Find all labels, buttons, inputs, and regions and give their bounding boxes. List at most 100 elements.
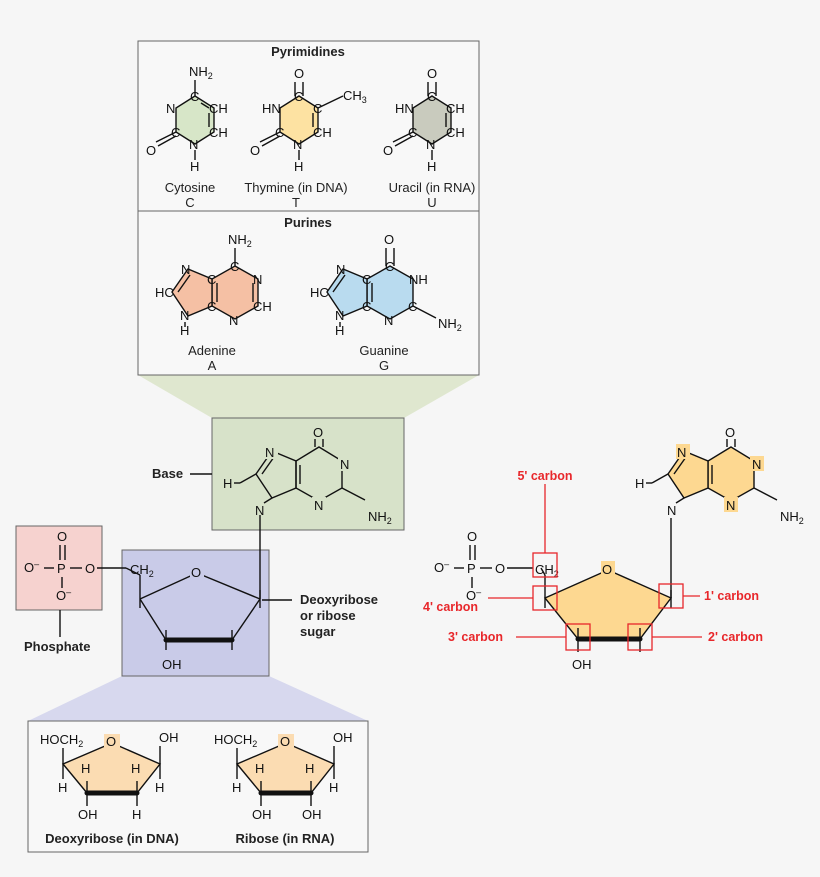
svg-text:OH: OH [333, 730, 353, 745]
svg-text:O: O [85, 561, 95, 576]
svg-text:C: C [408, 125, 417, 140]
adenine-letter: A [208, 358, 217, 373]
svg-text:O: O [106, 734, 116, 749]
uracil-name: Uracil (in RNA) [389, 180, 476, 195]
svg-text:N: N [265, 445, 274, 460]
svg-text:O: O [146, 143, 156, 158]
svg-text:O–: O– [56, 587, 71, 603]
svg-text:O: O [294, 66, 304, 81]
carbon-2-label: 2' carbon [708, 630, 763, 644]
svg-text:C: C [385, 259, 394, 274]
svg-text:N: N [293, 137, 302, 152]
svg-text:H: H [305, 761, 314, 776]
svg-text:CH: CH [313, 125, 332, 140]
right-sugar-structure: O CH2 OH [535, 518, 673, 672]
uracil-structure: O C CH CH N C HN O H [383, 66, 465, 174]
deoxyribose-ring [61, 742, 162, 794]
svg-text:C: C [362, 299, 371, 314]
svg-text:OH: OH [572, 657, 592, 672]
svg-text:O–: O– [24, 559, 39, 575]
carbon-1-label: 1' carbon [704, 589, 759, 603]
ribose-structure: O HOCH2 OH H H H H OH OH [214, 730, 353, 822]
svg-text:NH: NH [409, 272, 428, 287]
svg-text:OH: OH [159, 730, 179, 745]
svg-text:C: C [207, 272, 216, 287]
svg-text:O: O [250, 143, 260, 158]
svg-text:H: H [294, 159, 303, 174]
svg-text:CH2: CH2 [130, 562, 154, 579]
sugar-structure: O CH2 OH [125, 515, 261, 672]
svg-text:CH: CH [446, 125, 465, 140]
svg-text:O: O [191, 565, 201, 580]
svg-text:OH: OH [78, 807, 98, 822]
svg-text:O: O [427, 66, 437, 81]
svg-text:NH2: NH2 [189, 64, 213, 81]
svg-text:O: O [602, 562, 612, 577]
svg-text:HC: HC [155, 285, 174, 300]
svg-text:N: N [166, 101, 175, 116]
svg-text:N: N [726, 498, 735, 513]
svg-text:C: C [275, 125, 284, 140]
svg-text:N: N [314, 498, 323, 513]
svg-text:H: H [155, 780, 164, 795]
svg-text:CH: CH [446, 101, 465, 116]
svg-text:H: H [232, 780, 241, 795]
guanine-imidazole [326, 268, 368, 317]
svg-text:N: N [336, 262, 345, 277]
svg-text:OH: OH [302, 807, 322, 822]
sugar-label-2: or ribose [300, 608, 356, 623]
phosphate-label: Phosphate [24, 639, 90, 654]
svg-text:C: C [171, 125, 180, 140]
base-box [211, 417, 405, 531]
sugar-label-1: Deoxyribose [300, 592, 378, 607]
svg-text:N: N [335, 308, 344, 323]
adenine-structure: NH2 C N CH N C C N HC N H [155, 232, 272, 338]
svg-text:C: C [294, 89, 303, 104]
phosphate-box [15, 525, 103, 611]
svg-text:N: N [667, 503, 676, 518]
svg-text:N: N [189, 137, 198, 152]
svg-text:HN: HN [262, 101, 281, 116]
svg-text:O: O [280, 734, 290, 749]
svg-text:N: N [752, 457, 761, 472]
svg-text:C: C [230, 259, 239, 274]
svg-text:HN: HN [395, 101, 414, 116]
svg-text:C: C [362, 272, 371, 287]
svg-text:C: C [313, 101, 322, 116]
svg-text:H: H [81, 761, 90, 776]
pyrimidines-title: Pyrimidines [271, 44, 345, 59]
cytosine-letter: C [185, 195, 194, 210]
svg-text:O–: O– [434, 559, 449, 575]
svg-text:HC: HC [310, 285, 329, 300]
cytosine-structure: NH2 C CH CH N C N O H [146, 64, 228, 174]
funnel-to-base [138, 375, 479, 418]
svg-text:N: N [229, 313, 238, 328]
svg-text:O: O [467, 529, 477, 544]
svg-text:CH: CH [209, 101, 228, 116]
svg-text:H: H [132, 807, 141, 822]
svg-text:H: H [131, 761, 140, 776]
svg-text:OH: OH [252, 807, 272, 822]
svg-text:N: N [677, 445, 686, 460]
svg-text:O: O [57, 529, 67, 544]
svg-text:NH2: NH2 [228, 232, 252, 249]
svg-text:H: H [255, 761, 264, 776]
funnel-to-sugars [28, 676, 368, 721]
svg-text:NH2: NH2 [780, 509, 804, 526]
thymine-structure: O CH3 C C CH N C HN O H [250, 66, 367, 174]
svg-text:H: H [335, 323, 344, 338]
svg-text:P: P [57, 561, 66, 576]
svg-text:H: H [58, 780, 67, 795]
base-guanine-structure: O N N N N H NH2 [223, 424, 392, 526]
svg-text:O: O [313, 425, 323, 440]
right-sugar-ring [543, 569, 673, 640]
deoxyribose-name: Deoxyribose (in DNA) [45, 831, 179, 846]
svg-text:H: H [329, 780, 338, 795]
svg-text:O–: O– [466, 587, 481, 603]
carbon-4-label: 4' carbon [423, 600, 478, 614]
svg-text:H: H [190, 159, 199, 174]
guanine-name: Guanine [359, 343, 408, 358]
svg-text:N: N [426, 137, 435, 152]
svg-text:N: N [384, 313, 393, 328]
